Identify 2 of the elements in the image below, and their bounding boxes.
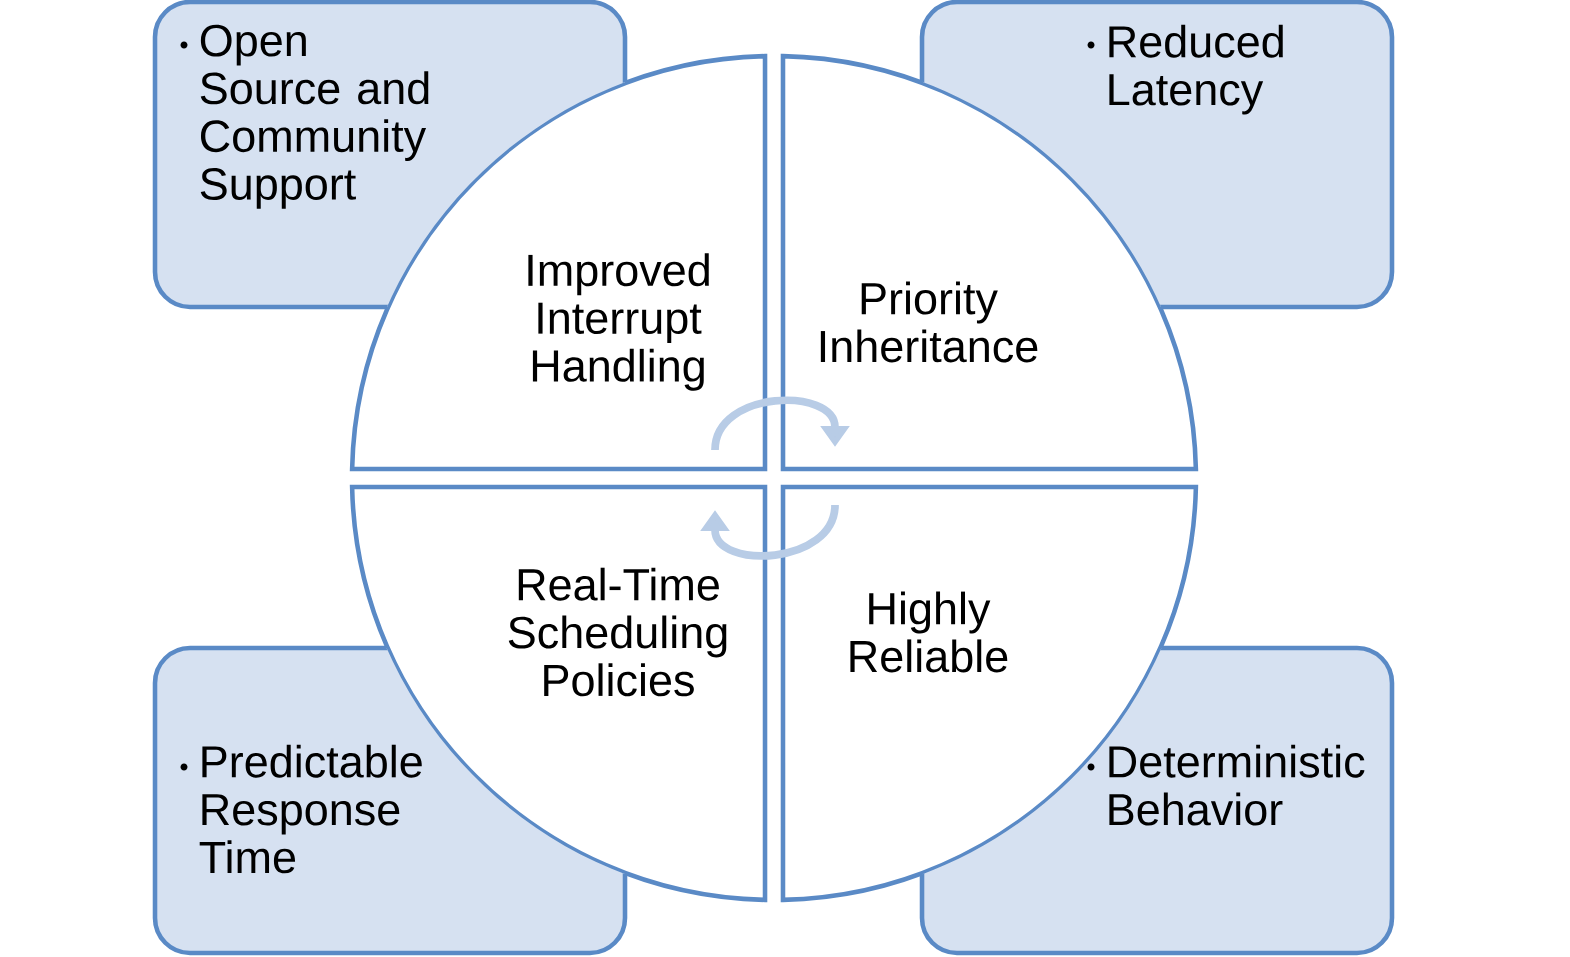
cycle-arrow	[700, 504, 839, 560]
cycle-arrow	[711, 396, 850, 451]
